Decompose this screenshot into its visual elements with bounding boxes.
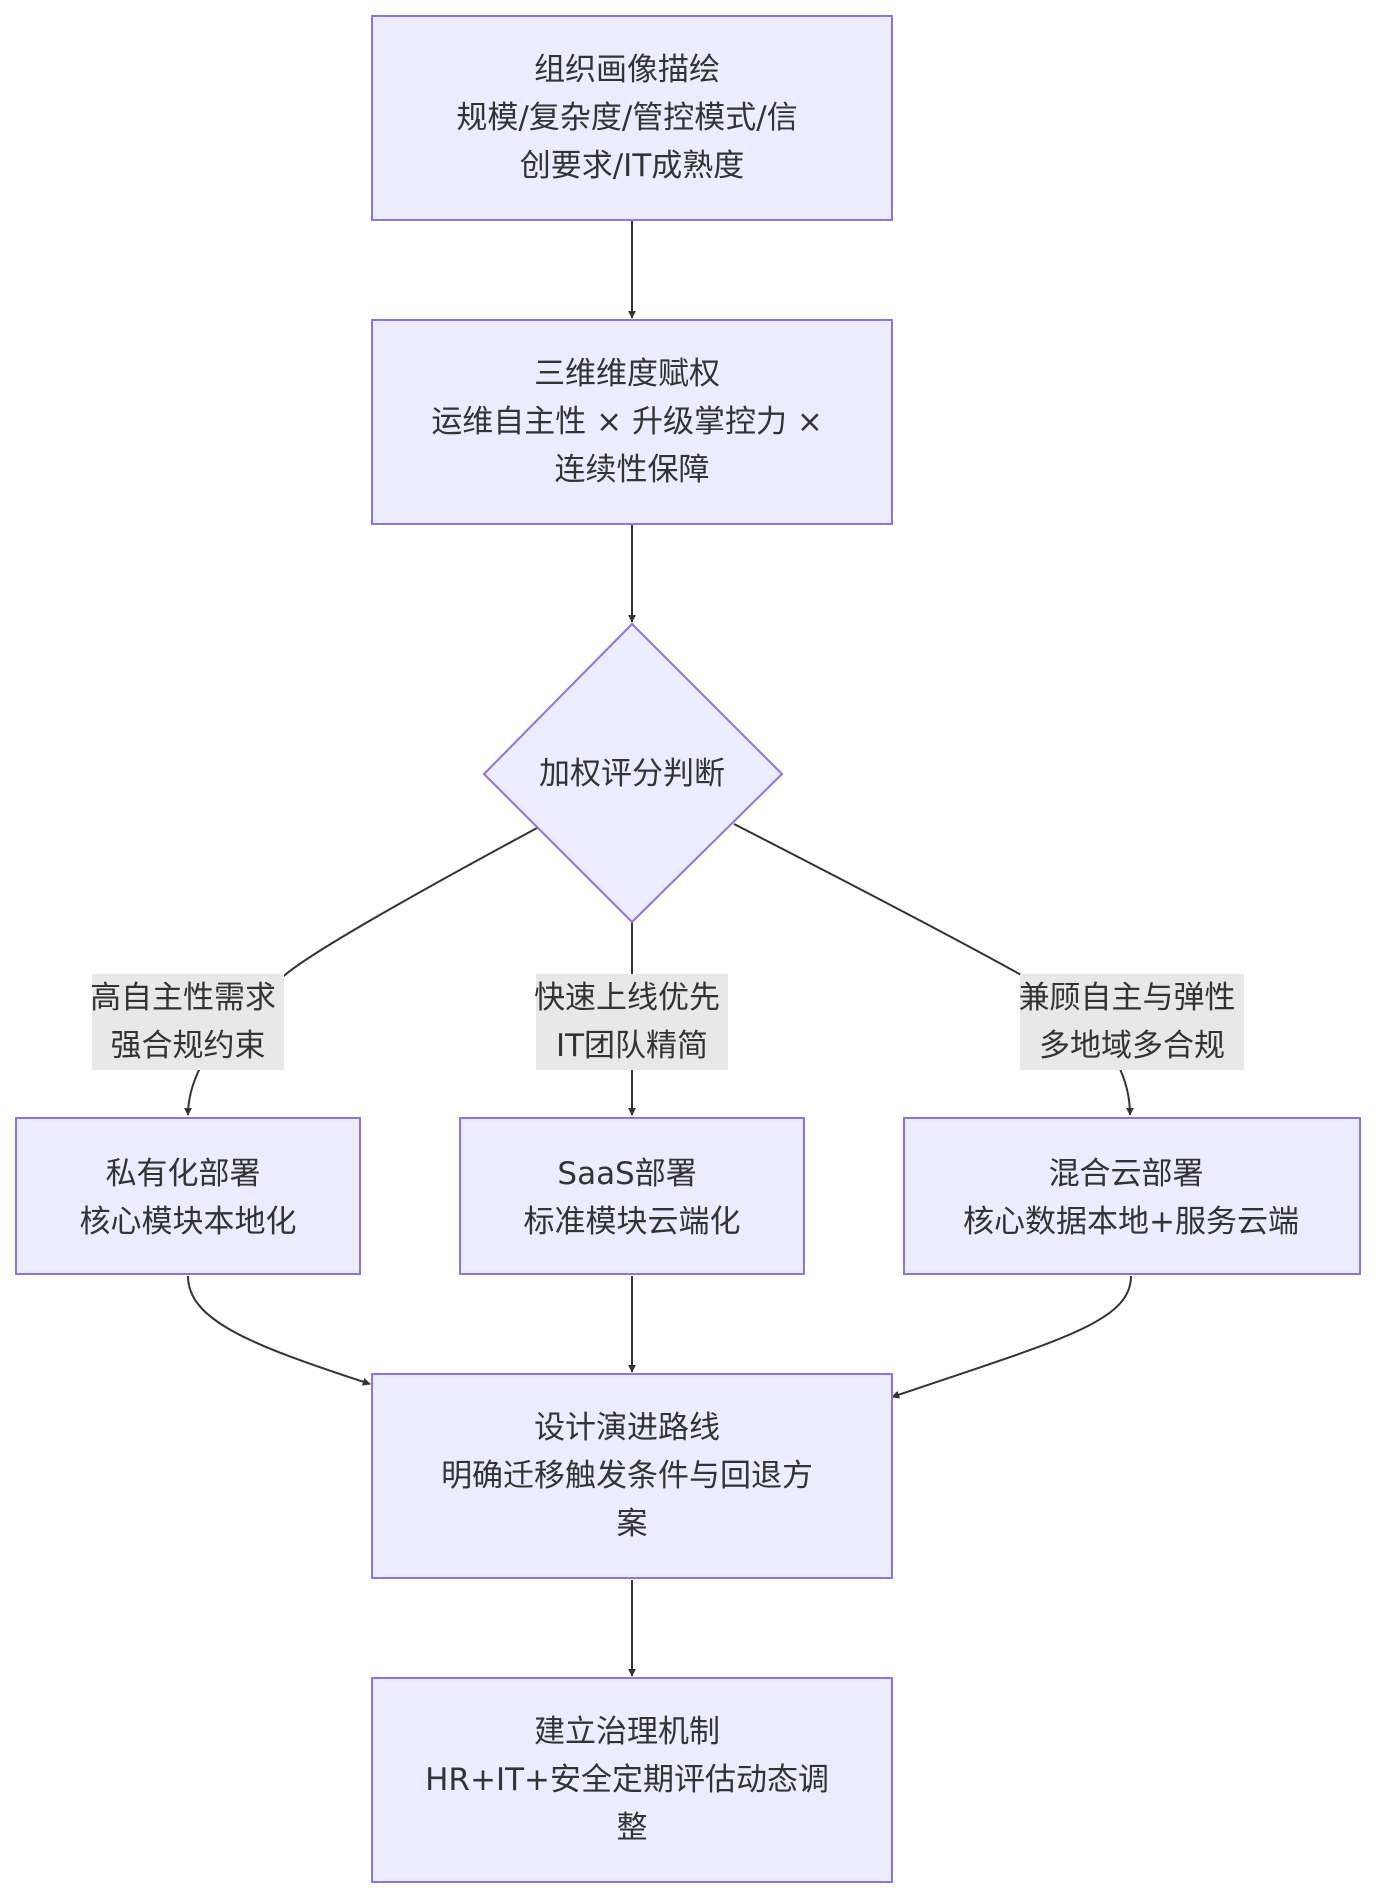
node-box bbox=[459, 1117, 805, 1275]
node-evolution-roadmap[interactable]: 设计演进路线 明确迁移触发条件与回退方 案 bbox=[371, 1373, 893, 1579]
node-line: 组织画像描绘 bbox=[534, 52, 720, 88]
node-box bbox=[371, 1677, 893, 1883]
node-line: 规模/复杂度/管控模式/信 bbox=[456, 100, 797, 136]
node-box bbox=[371, 1373, 893, 1579]
node-line: 加权评分判断 bbox=[539, 756, 725, 792]
decision-diamond bbox=[482, 622, 784, 924]
node-line: 混合云部署 bbox=[1049, 1156, 1204, 1192]
node-line: 核心数据本地+服务云端 bbox=[963, 1204, 1299, 1240]
node-weighted-decision[interactable]: 加权评分判断 bbox=[482, 622, 784, 924]
node-text: 建立治理机制 HR+IT+安全定期评估动态调 整 bbox=[425, 1714, 839, 1846]
edge-decision-to-private bbox=[184, 827, 538, 1116]
node-line: 整 bbox=[617, 1810, 648, 1846]
node-text: SaaS部署 标准模块云端化 bbox=[524, 1156, 741, 1240]
node-private-deployment[interactable]: 私有化部署 核心模块本地化 bbox=[15, 1117, 361, 1275]
node-line: 创要求/IT成熟度 bbox=[520, 148, 745, 184]
node-line: SaaS部署 bbox=[557, 1156, 696, 1192]
node-box bbox=[371, 15, 893, 221]
edge-label-text: 快速上线优先 IT团队精简 bbox=[534, 980, 730, 1064]
edge-label-line: 高自主性需求 bbox=[90, 980, 276, 1016]
node-box bbox=[15, 1117, 361, 1275]
node-organization-profile[interactable]: 组织画像描绘 规模/复杂度/管控模式/信 创要求/IT成熟度 bbox=[371, 15, 893, 221]
node-line: 案 bbox=[617, 1506, 648, 1542]
edge-label-hybrid: 兼顾自主与弹性 多地域多合规 bbox=[1019, 974, 1246, 1070]
node-text: 私有化部署 核心模块本地化 bbox=[80, 1156, 297, 1240]
node-text: 设计演进路线 明确迁移触发条件与回退方 案 bbox=[441, 1410, 823, 1542]
node-line: 私有化部署 bbox=[106, 1156, 261, 1192]
edge-label-line: 兼顾自主与弹性 bbox=[1019, 980, 1236, 1016]
node-line: 连续性保障 bbox=[555, 452, 710, 488]
edge-label-bg bbox=[536, 974, 728, 1070]
edge-label-line: 多地域多合规 bbox=[1039, 1028, 1225, 1064]
node-text: 加权评分判断 bbox=[539, 756, 725, 792]
edge-label-text: 高自主性需求 强合规约束 bbox=[90, 980, 286, 1064]
node-line: 核心模块本地化 bbox=[80, 1204, 297, 1240]
edge-private-to-roadmap bbox=[187, 1275, 371, 1386]
edge-label-private: 高自主性需求 强合规约束 bbox=[90, 974, 286, 1070]
node-line: 标准模块云端化 bbox=[524, 1204, 741, 1240]
edge-label-bg bbox=[1020, 974, 1244, 1070]
node-line: HR+IT+安全定期评估动态调 bbox=[425, 1762, 829, 1798]
edge-label-saas: 快速上线优先 IT团队精简 bbox=[534, 974, 730, 1070]
node-line: 三维维度赋权 bbox=[534, 356, 720, 392]
node-text: 混合云部署 核心数据本地+服务云端 bbox=[963, 1156, 1299, 1240]
edge-hybrid-to-roadmap bbox=[891, 1275, 1132, 1399]
node-dimension-weighting[interactable]: 三维维度赋权 运维自主性 × 升级掌控力 × 连续性保障 bbox=[371, 319, 893, 525]
node-box bbox=[903, 1117, 1361, 1275]
edge-label-line: 强合规约束 bbox=[111, 1028, 266, 1064]
node-governance-mechanism[interactable]: 建立治理机制 HR+IT+安全定期评估动态调 整 bbox=[371, 1677, 893, 1883]
node-text: 组织画像描绘 规模/复杂度/管控模式/信 创要求/IT成熟度 bbox=[456, 52, 807, 184]
node-line: 设计演进路线 bbox=[534, 1410, 720, 1446]
node-hybrid-cloud-deployment[interactable]: 混合云部署 核心数据本地+服务云端 bbox=[903, 1117, 1361, 1275]
node-text: 三维维度赋权 运维自主性 × 升级掌控力 × 连续性保障 bbox=[431, 356, 832, 488]
node-box bbox=[371, 319, 893, 525]
node-line: 运维自主性 × 升级掌控力 × bbox=[431, 404, 823, 440]
node-saas-deployment[interactable]: SaaS部署 标准模块云端化 bbox=[459, 1117, 805, 1275]
node-line: 明确迁移触发条件与回退方 bbox=[441, 1458, 813, 1494]
edge-label-text: 兼顾自主与弹性 多地域多合规 bbox=[1019, 980, 1246, 1064]
edge-label-line: IT团队精简 bbox=[556, 1028, 708, 1064]
node-line: 建立治理机制 bbox=[534, 1714, 720, 1750]
edge-decision-to-hybrid bbox=[733, 823, 1134, 1116]
edge-label-line: 快速上线优先 bbox=[534, 980, 720, 1016]
edge-label-bg bbox=[92, 974, 284, 1070]
